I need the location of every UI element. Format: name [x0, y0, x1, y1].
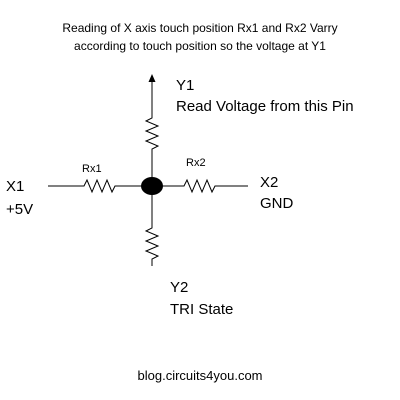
y2-label: Y2: [170, 279, 188, 296]
x1-description: +5V: [6, 201, 33, 218]
y1-description: Read Voltage from this Pin: [176, 98, 354, 115]
caption-line-1: Reading of X axis touch position Rx1 and…: [62, 21, 338, 35]
footer-credit: blog.circuits4you.com: [137, 368, 263, 383]
wire-top: [144, 80, 160, 178]
y2-description: TRI State: [170, 301, 233, 318]
wire-bottom: [144, 194, 160, 266]
arrow-up-icon: [148, 74, 156, 82]
x1-label: X1: [6, 178, 24, 195]
wire-right: [162, 178, 248, 194]
rx2-label: Rx2: [186, 157, 206, 169]
x2-label: X2: [260, 174, 278, 191]
caption-line-2: according to touch position so the volta…: [74, 39, 326, 53]
y1-label: Y1: [176, 77, 194, 94]
wire-left: [48, 178, 142, 194]
x2-description: GND: [260, 195, 294, 212]
rx1-label: Rx1: [82, 163, 102, 175]
center-node: [141, 177, 163, 195]
